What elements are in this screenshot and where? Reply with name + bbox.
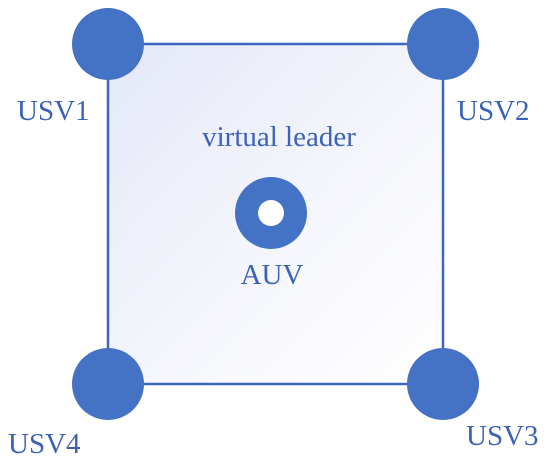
usv2-node [407,8,479,80]
usv1-node [72,8,144,80]
usv3-node [407,348,479,420]
usv4-node [72,348,144,420]
usv3-label: USV3 [466,420,539,452]
usv2-label: USV2 [457,95,530,127]
virtual-leader-label: virtual leader [202,121,356,153]
usv4-label: USV4 [8,428,81,460]
usv1-label: USV1 [17,95,90,127]
auv-label: AUV [241,259,304,291]
auv-node-hole [258,200,284,226]
